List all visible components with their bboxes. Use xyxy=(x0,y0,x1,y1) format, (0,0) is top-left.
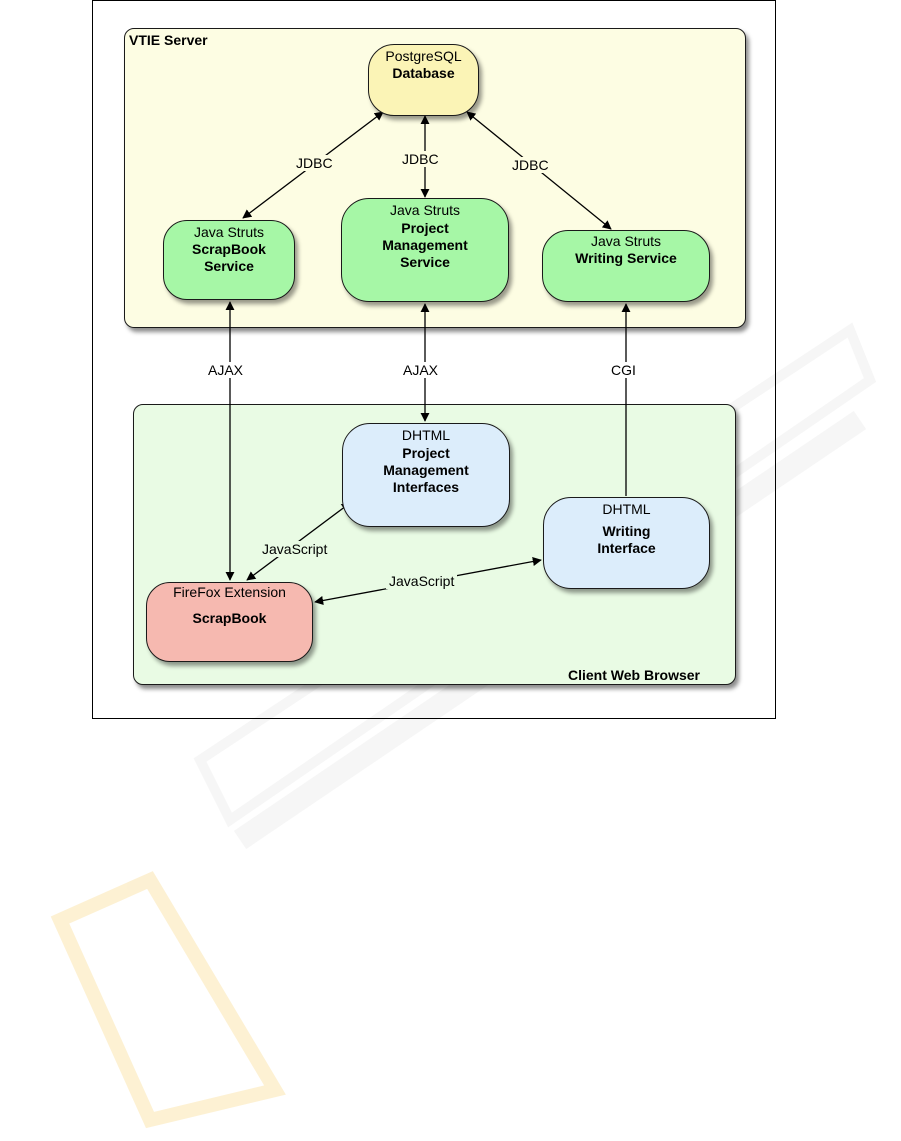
scrapbook-ext-sub-label: FireFox Extension xyxy=(147,584,312,601)
project-management-interfaces-node: DHTML Project Management Interfaces xyxy=(342,423,510,527)
project-management-service-node: Java Struts Project Management Service xyxy=(341,198,509,302)
pm-service-sub-label: Java Struts xyxy=(342,202,508,219)
edge-label-ajax-left: AJAX xyxy=(205,362,246,378)
edge-label-js-upper: JavaScript xyxy=(259,541,330,557)
database-sub-label: PostgreSQL xyxy=(369,48,478,65)
database-main-label: Database xyxy=(369,65,478,82)
edge-label-jdbc-center: JDBC xyxy=(399,151,442,167)
edge-label-cgi: CGI xyxy=(608,362,639,378)
scrapbook-service-sub-label: Java Struts xyxy=(164,224,294,241)
pm-service-main-label: Project Management Service xyxy=(342,220,508,271)
scrapbook-ext-main-label: ScrapBook xyxy=(147,610,312,627)
writing-service-main-label: Writing Service xyxy=(543,250,709,267)
scrapbook-extension-node: FireFox Extension ScrapBook xyxy=(146,582,313,662)
pm-interfaces-main-label: Project Management Interfaces xyxy=(343,445,509,496)
pm-interfaces-sub-label: DHTML xyxy=(343,427,509,444)
writing-service-sub-label: Java Struts xyxy=(543,233,709,250)
writing-interface-node: DHTML Writing Interface xyxy=(543,497,710,589)
edge-label-js-lower: JavaScript xyxy=(386,573,457,589)
scrapbook-service-main-label: ScrapBook Service xyxy=(164,241,294,275)
writing-interface-sub-label: DHTML xyxy=(544,501,709,518)
postgresql-database-node: PostgreSQL Database xyxy=(368,44,479,116)
edge-label-jdbc-left: JDBC xyxy=(293,155,336,171)
edge-label-jdbc-right: JDBC xyxy=(509,157,552,173)
edge-label-ajax-center: AJAX xyxy=(400,362,441,378)
scrapbook-service-node: Java Struts ScrapBook Service xyxy=(163,220,295,300)
writing-service-node: Java Struts Writing Service xyxy=(542,230,710,302)
writing-interface-main-label: Writing Interface xyxy=(544,523,709,557)
